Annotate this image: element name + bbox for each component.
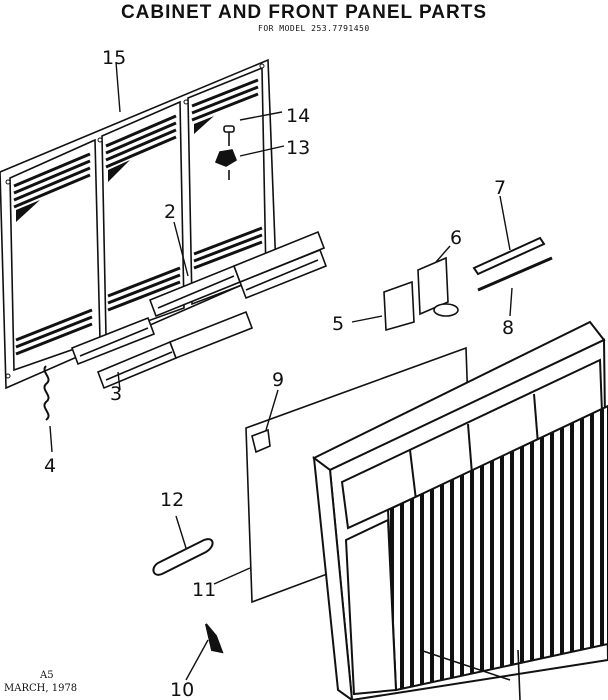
- mounting-bracket-part: [383, 256, 459, 332]
- gasket-part: [152, 538, 214, 576]
- callout-7: 7: [494, 177, 506, 199]
- callout-5: 5: [332, 313, 344, 335]
- callout-12: 12: [160, 489, 184, 511]
- front-panel-part: [312, 320, 608, 700]
- bracket-part-upper: [148, 230, 328, 318]
- callout-2: 2: [164, 201, 176, 223]
- bracket-part-lower: [70, 310, 254, 390]
- footer-code: A5: [40, 670, 54, 681]
- callout-4: 4: [44, 455, 56, 477]
- model-subtitle: FOR MODEL 253.7791450: [258, 24, 370, 33]
- footer-date: MARCH, 1978: [4, 683, 78, 694]
- rod-part: [472, 236, 553, 292]
- callout-3: 3: [110, 383, 122, 405]
- callout-11: 11: [192, 579, 216, 601]
- callout-10: 10: [170, 679, 194, 700]
- screw-part: [214, 125, 237, 180]
- callout-8: 8: [502, 317, 514, 339]
- leader-lines: [49, 61, 513, 681]
- clip-part: [43, 365, 50, 421]
- page-title: CABINET AND FRONT PANEL PARTS: [120, 2, 488, 23]
- callout-6: 6: [450, 227, 462, 249]
- callout-14: 14: [286, 105, 310, 127]
- callout-13: 13: [286, 137, 310, 159]
- small-clip-part: [205, 623, 224, 654]
- callout-15: 15: [102, 47, 126, 69]
- callout-9: 9: [272, 369, 284, 391]
